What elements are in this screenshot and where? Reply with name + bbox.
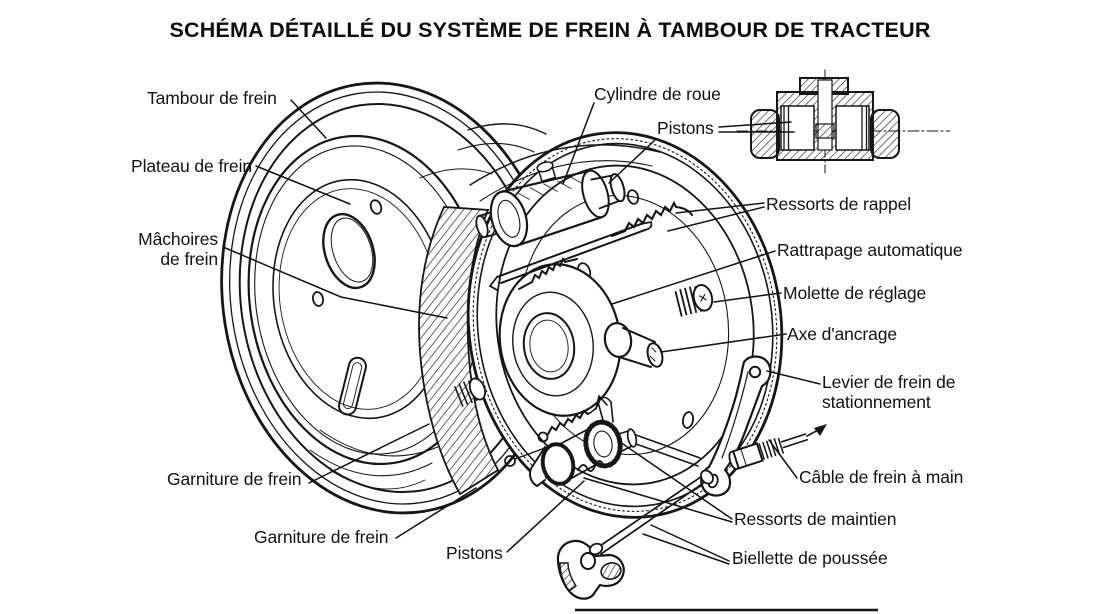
label-machoires-de-frein: Mâchoires de frein xyxy=(138,229,218,270)
label-ressorts-de-rappel: Ressorts de rappel xyxy=(766,194,912,214)
label-garniture-de-frein-haut: Garniture de frein xyxy=(167,469,302,489)
label-molette-de-reglage: Molette de réglage xyxy=(783,283,927,303)
label-cylindre-de-roue: Cylindre de roue xyxy=(594,84,721,104)
wheel-cylinder xyxy=(475,161,626,248)
label-plateau-de-frein: Plateau de frein xyxy=(131,156,252,176)
return-spring-upper xyxy=(610,200,694,238)
leader-lines xyxy=(222,99,821,565)
brake-drum xyxy=(220,81,560,515)
page-title: SCHÉMA DÉTAILLÉ DU SYSTÈME DE FREIN À TA… xyxy=(169,18,931,42)
anchor-pin xyxy=(603,322,664,368)
wheel-cylinder-section-inset xyxy=(736,69,951,174)
label-tambour-de-frein: Tambour de frein xyxy=(147,88,277,108)
label-axe-d-ancrage: Axe d'ancrage xyxy=(787,324,898,344)
push-rod xyxy=(596,469,714,555)
wheel-hub xyxy=(498,263,622,417)
label-pistons-bas: Pistons xyxy=(446,543,503,563)
adjuster-link-bar xyxy=(488,220,653,291)
label-cable-de-frein-a-main: Câble de frein à main xyxy=(799,467,964,487)
label-rattrapage-automatique: Rattrapage automatique xyxy=(777,240,963,260)
adjusting-plug-lower xyxy=(454,377,487,407)
cable-end-clevis xyxy=(556,539,625,600)
label-biellette-de-poussee: Biellette de poussée xyxy=(732,548,888,568)
label-ressorts-de-maintien: Ressorts de maintien xyxy=(734,509,897,529)
adjuster-assembly xyxy=(504,396,701,488)
return-spring-middle xyxy=(518,256,578,290)
adjusting-plug-right xyxy=(674,284,714,317)
label-levier-frein-stationnement: Levier de frein de stationnement xyxy=(822,372,956,413)
hand-brake-cable xyxy=(728,424,827,470)
label-garniture-de-frein-bas: Garniture de frein xyxy=(254,527,389,547)
label-pistons-haut: Pistons xyxy=(657,118,714,138)
